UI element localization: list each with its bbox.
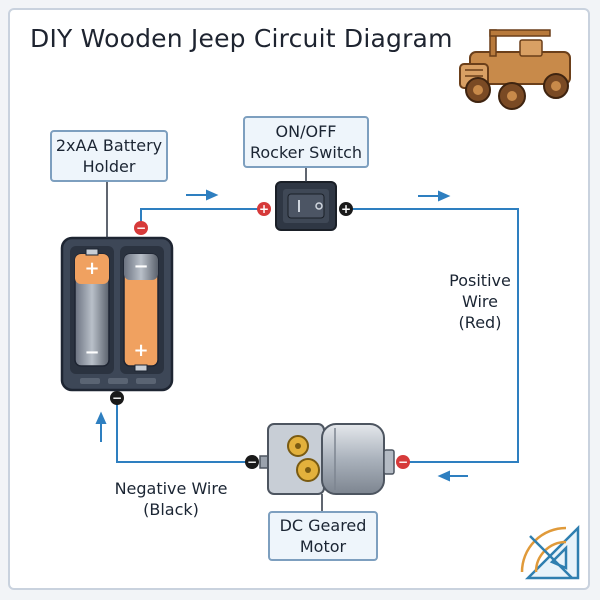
terminal-symbol: + — [259, 202, 269, 216]
battery-holder-label-line2: Holder — [82, 157, 136, 176]
diagram-title: DIY Wooden Jeep Circuit Diagram — [30, 24, 453, 53]
arrow-left-icon — [437, 470, 468, 482]
battery-positive-terminal — [134, 221, 148, 235]
leader-lines — [106, 168, 323, 511]
battery-right-minus: − — [133, 256, 148, 277]
dc-motor-label-line2: Motor — [299, 537, 347, 556]
battery-left-plus: + — [84, 258, 99, 279]
switch-input-terminal — [257, 202, 271, 216]
terminal-symbol: − — [398, 455, 408, 469]
arrow-right-icon — [418, 190, 451, 202]
positive-wire-label: Positive Wire (Red) — [440, 270, 520, 333]
negative-wire-label-line2: (Black) — [143, 500, 199, 519]
jeep-icon — [459, 29, 571, 110]
rocker-switch-label: ON/OFF Rocker Switch — [243, 116, 369, 168]
positive-wire-label-line2: Wire — [462, 292, 498, 311]
positive-wire-battery-to-switch — [140, 208, 262, 228]
arrow-up-icon — [95, 411, 107, 442]
terminal-symbol: − — [136, 221, 146, 235]
battery-right-plus: + — [133, 340, 148, 361]
positive-wire-label-line1: Positive — [449, 271, 511, 290]
rocker-switch-label-line2: Rocker Switch — [249, 143, 363, 162]
rocker-switch-icon — [275, 181, 337, 231]
motor-negative-terminal — [245, 455, 259, 469]
terminals — [110, 202, 410, 469]
positive-wire-switch-to-motor — [346, 208, 519, 463]
flow-arrows — [95, 189, 468, 482]
dc-motor-label-line1: DC Geared — [279, 516, 367, 535]
negative-wire-label: Negative Wire (Black) — [96, 478, 246, 520]
battery-negative-terminal — [110, 391, 124, 405]
negative-wire-label-line1: Negative Wire — [114, 479, 228, 498]
battery-holder-label: 2xAA Battery Holder — [50, 130, 168, 182]
battery-polarity-marks: + − − + — [84, 256, 148, 363]
arrow-right-icon — [186, 189, 219, 201]
rocker-switch-label-line1: ON/OFF — [275, 122, 337, 141]
positive-wire-label-line3: (Red) — [458, 313, 502, 332]
battery-holder-icon — [60, 236, 174, 392]
negative-wire-motor-to-battery — [116, 397, 252, 463]
dc-motor-label: DC Geared Motor — [268, 511, 378, 561]
dc-motor-icon — [259, 423, 395, 495]
battery-left-minus: − — [84, 342, 99, 363]
terminal-symbols: − − + + − − — [112, 202, 408, 469]
motor-positive-terminal — [396, 455, 410, 469]
switch-output-terminal — [339, 202, 353, 216]
battery-holder-label-line1: 2xAA Battery — [55, 136, 163, 155]
drafting-tools-icon — [520, 524, 580, 580]
terminal-symbol: + — [341, 202, 351, 216]
terminal-symbol: − — [112, 391, 122, 405]
terminal-symbol: − — [247, 455, 257, 469]
